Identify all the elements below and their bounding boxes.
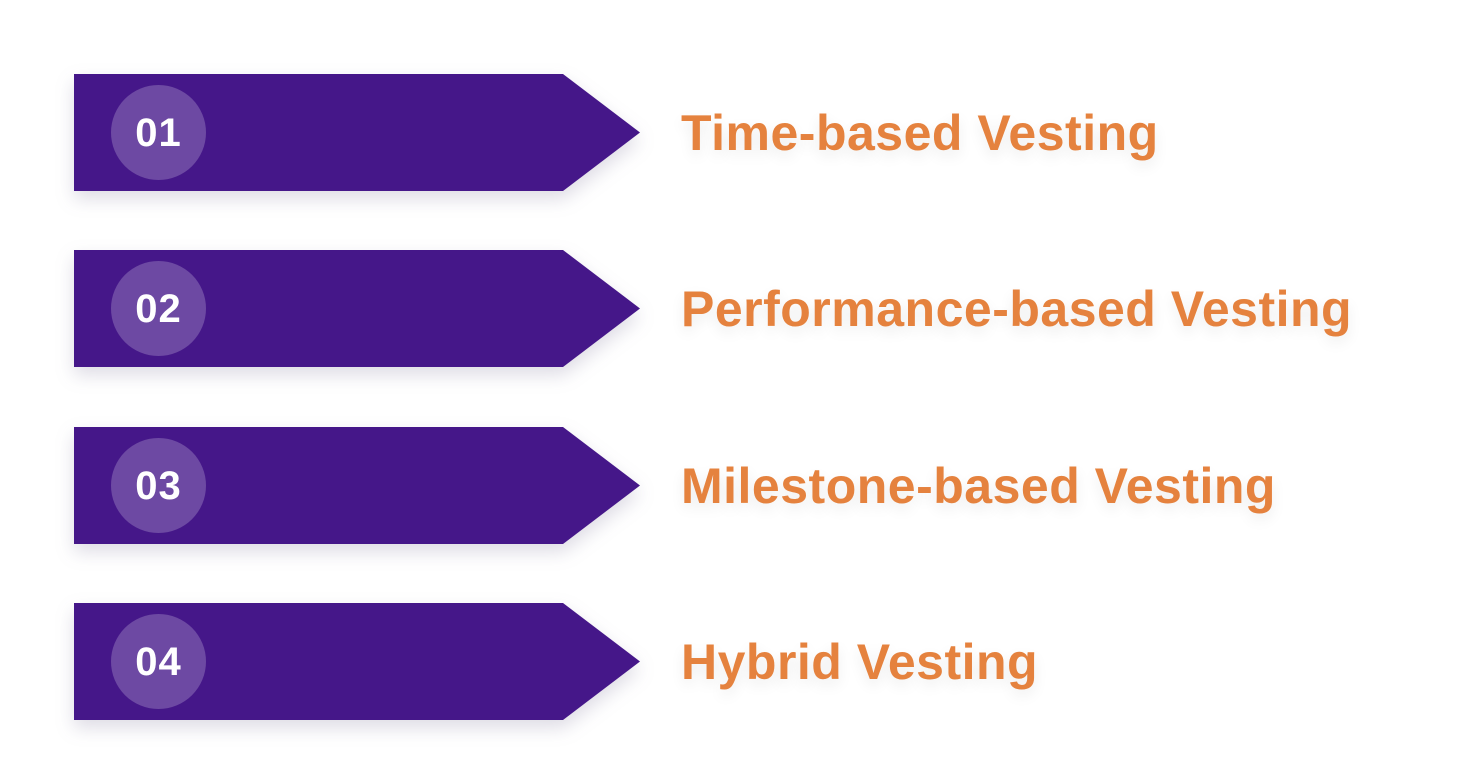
item-label: Performance-based Vesting — [681, 280, 1353, 337]
arrow-banner: 01 — [74, 74, 640, 191]
badge-number: 04 — [135, 639, 182, 684]
vesting-row-1: 01 Time-based Vesting — [74, 74, 1484, 191]
item-label: Hybrid Vesting — [681, 633, 1039, 690]
item-label: Time-based Vesting — [681, 104, 1159, 161]
item-label: Milestone-based Vesting — [681, 457, 1276, 514]
number-badge: 02 — [111, 261, 206, 356]
number-badge: 01 — [111, 85, 206, 180]
arrow-banner-shadow: 01 — [74, 74, 640, 191]
badge-number: 02 — [135, 286, 182, 331]
arrow-banner-shadow: 02 — [74, 250, 640, 367]
badge-number: 03 — [135, 463, 182, 508]
badge-number: 01 — [135, 110, 182, 155]
number-badge: 04 — [111, 614, 206, 709]
number-badge: 03 — [111, 438, 206, 533]
arrow-banner: 03 — [74, 427, 640, 544]
arrow-banner-shadow: 03 — [74, 427, 640, 544]
arrow-banner: 02 — [74, 250, 640, 367]
vesting-row-4: 04 Hybrid Vesting — [74, 603, 1484, 720]
arrow-banner-shadow: 04 — [74, 603, 640, 720]
vesting-row-3: 03 Milestone-based Vesting — [74, 427, 1484, 544]
vesting-row-2: 02 Performance-based Vesting — [74, 250, 1484, 367]
arrow-banner: 04 — [74, 603, 640, 720]
